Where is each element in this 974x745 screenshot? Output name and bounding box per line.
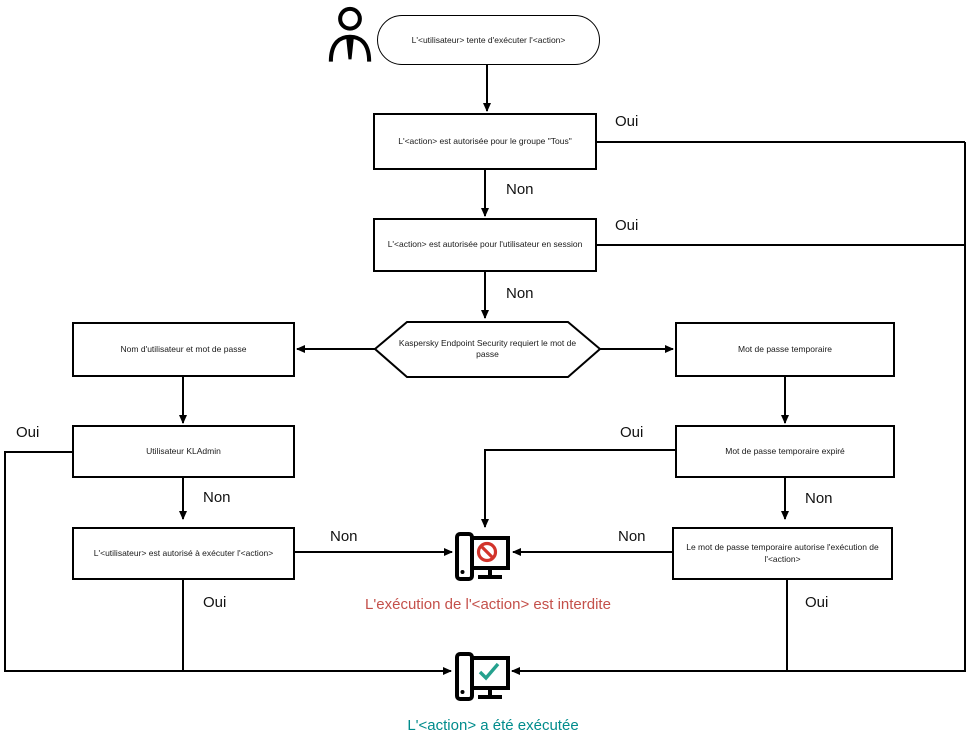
- label-session-no: Non: [506, 285, 534, 302]
- checkmark-icon: [478, 662, 500, 681]
- node-user-authorized: L'<utilisateur> est autorisé à exécuter …: [72, 527, 295, 580]
- node-requires-password: Kaspersky Endpoint Security requiert le …: [398, 337, 577, 359]
- label-group-no: Non: [506, 181, 534, 198]
- node-temp-password-grants: Le mot de passe temporaire autorise l'ex…: [672, 527, 893, 580]
- computer-blocked-icon: [455, 532, 510, 581]
- label-expired-yes: Oui: [620, 424, 644, 441]
- node-user-session: L'<action> est autorisée pour l'utilisat…: [373, 218, 597, 272]
- label-kladmin-yes: Oui: [16, 424, 40, 441]
- decision-hexagon-shape: [373, 321, 602, 378]
- edge-kladmin-yes: [4, 451, 452, 675]
- label-grants-yes: Oui: [805, 594, 829, 611]
- node-temp-password-expired: Mot de passe temporaire expiré: [675, 425, 895, 478]
- node-kladmin: Utilisateur KLAdmin: [72, 425, 295, 478]
- edge-expired-yes: [481, 449, 675, 528]
- label-session-yes: Oui: [615, 217, 639, 234]
- edge-right-rail: [511, 142, 966, 675]
- outcome-denied-text: L'exécution de l'<action> est interdite: [365, 596, 611, 613]
- computer-success-icon: [455, 652, 510, 701]
- label-userauth-yes: Oui: [203, 594, 227, 611]
- outcome-executed-text: L'<action> a été exécutée: [407, 717, 579, 734]
- label-group-yes: Oui: [615, 113, 639, 130]
- node-start: L'<utilisateur> tente d'exécuter l'<acti…: [377, 15, 600, 65]
- user-icon: [328, 6, 372, 62]
- prohibition-icon: [476, 541, 498, 563]
- node-username-password: Nom d'utilisateur et mot de passe: [72, 322, 295, 377]
- label-expired-no: Non: [805, 490, 833, 507]
- label-userauth-no: Non: [330, 528, 358, 545]
- node-temp-password: Mot de passe temporaire: [675, 322, 895, 377]
- label-kladmin-no: Non: [203, 489, 231, 506]
- node-group-all: L'<action> est autorisée pour le groupe …: [373, 113, 597, 170]
- label-grants-no: Non: [618, 528, 646, 545]
